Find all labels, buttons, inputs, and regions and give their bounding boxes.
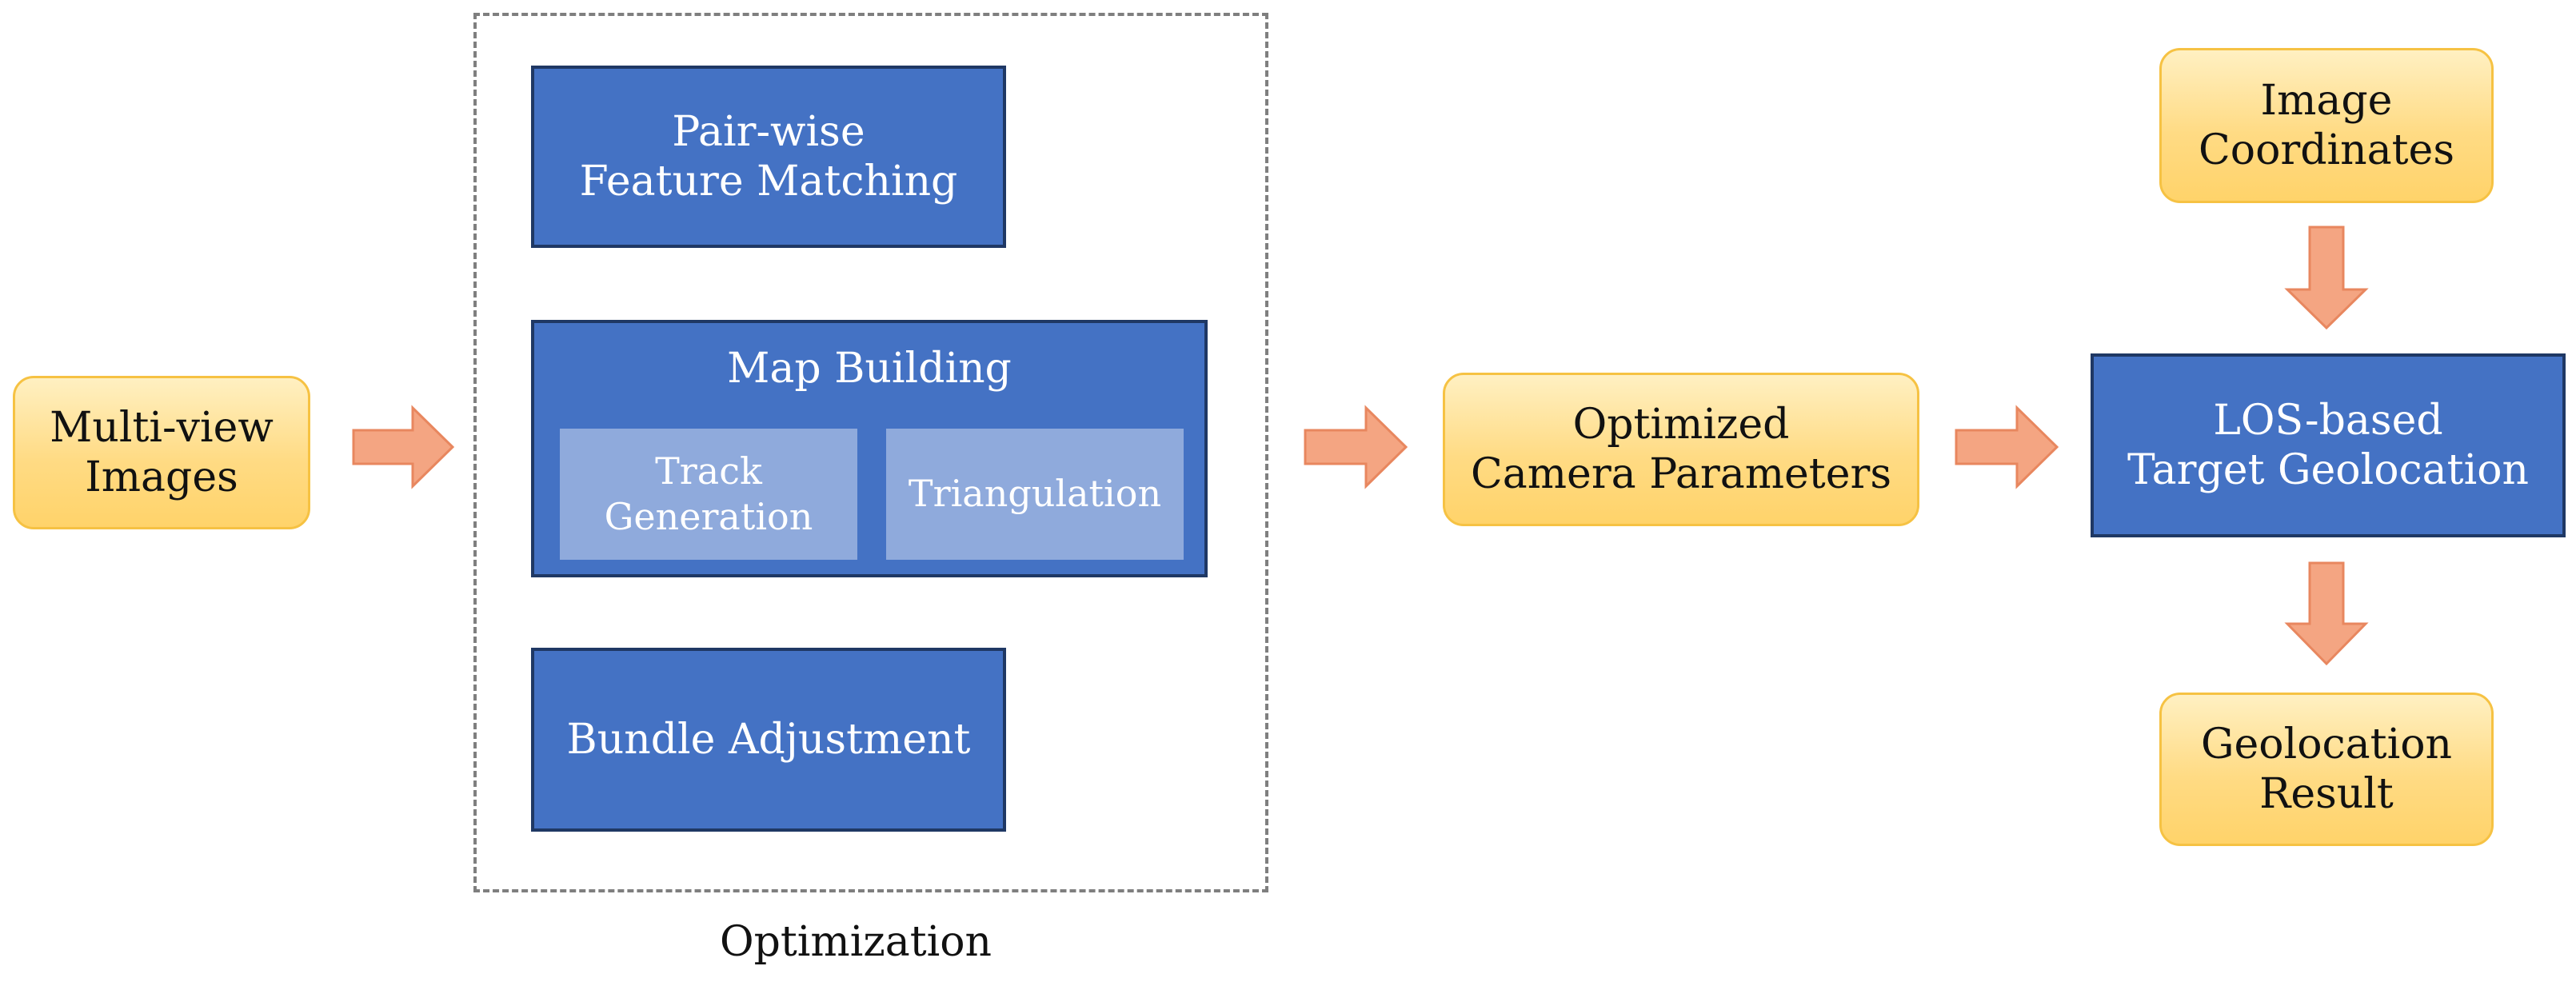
arrow-right-icon — [1955, 405, 2059, 489]
bundle-adjustment-node: Bundle Adjustment — [531, 648, 1006, 832]
arrow-down-icon — [2284, 226, 2369, 330]
arrow-down-icon — [2284, 561, 2369, 666]
track-generation-node: Track Generation — [560, 429, 857, 560]
los-based-target-geolocation-node: LOS-based Target Geolocation — [2091, 353, 2566, 537]
arrow-right-icon — [1304, 405, 1408, 489]
geolocation-result-node: Geolocation Result — [2159, 693, 2494, 846]
map-building-title: Map Building — [727, 345, 1012, 393]
optimization-group-border — [473, 13, 1268, 892]
multi-view-images-node: Multi-view Images — [13, 376, 310, 529]
triangulation-node: Triangulation — [886, 429, 1184, 560]
arrow-right-icon — [352, 405, 455, 489]
image-coordinates-node: Image Coordinates — [2159, 48, 2494, 203]
optimized-camera-parameters-node: Optimized Camera Parameters — [1443, 373, 1919, 526]
map-building-node: Map Building Track Generation Triangulat… — [531, 320, 1208, 577]
pair-wise-feature-matching-node: Pair-wise Feature Matching — [531, 66, 1006, 248]
optimization-group-label: Optimization — [719, 918, 992, 966]
